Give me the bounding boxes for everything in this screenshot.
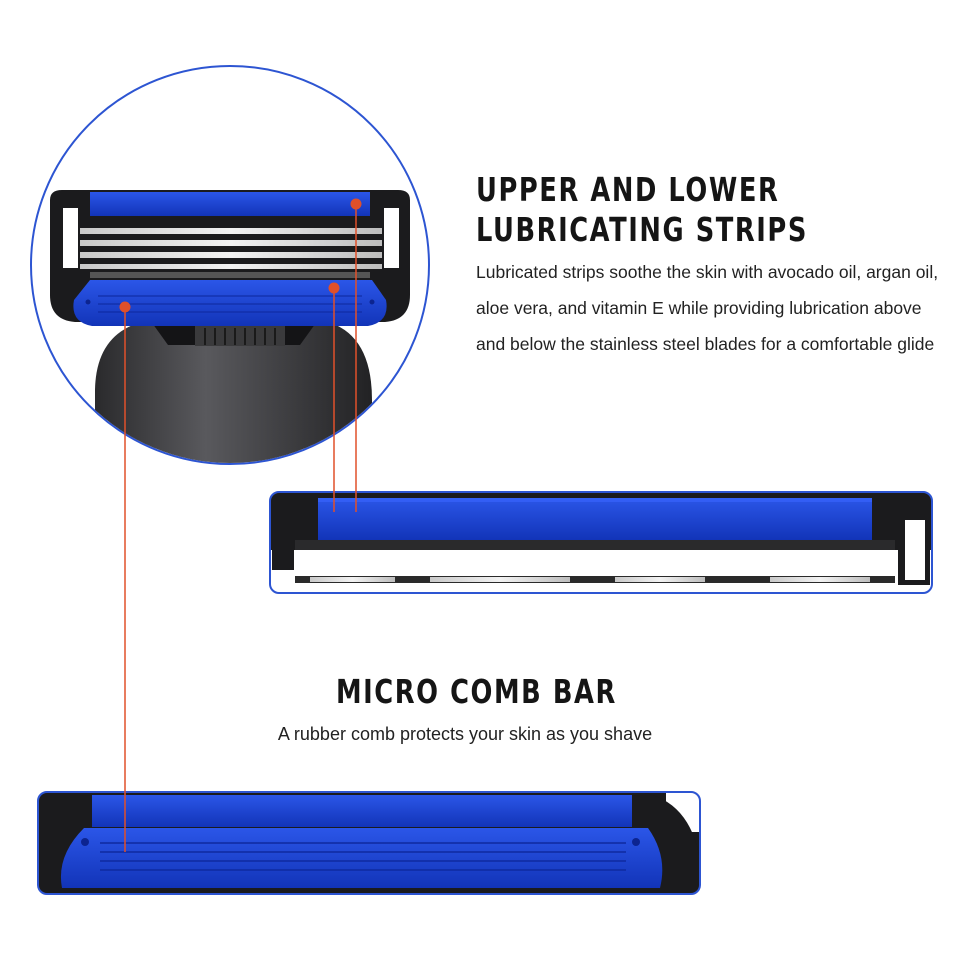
strips-heading-line2: LUBRICATING STRIPS [476, 210, 808, 249]
strips-heading: UPPER AND LOWER LUBRICATING STRIPS [476, 170, 808, 250]
pointer-lines [124, 204, 357, 852]
magnified-cartridge [30, 65, 430, 465]
comb-heading: MICRO COMB BAR [336, 672, 617, 711]
pointer-dot-lower [328, 282, 340, 294]
pointer-dot-upper [350, 198, 362, 210]
upper-strip-closeup [269, 491, 933, 594]
pointer-dots [119, 198, 362, 313]
strips-description: Lubricated strips soothe the skin with a… [476, 262, 939, 354]
comb-bar-closeup [37, 791, 701, 895]
comb-description: A rubber comb protects your skin as you … [277, 724, 653, 744]
pointer-dot-comb [119, 301, 131, 313]
strips-heading-line1: UPPER AND LOWER [476, 170, 780, 209]
